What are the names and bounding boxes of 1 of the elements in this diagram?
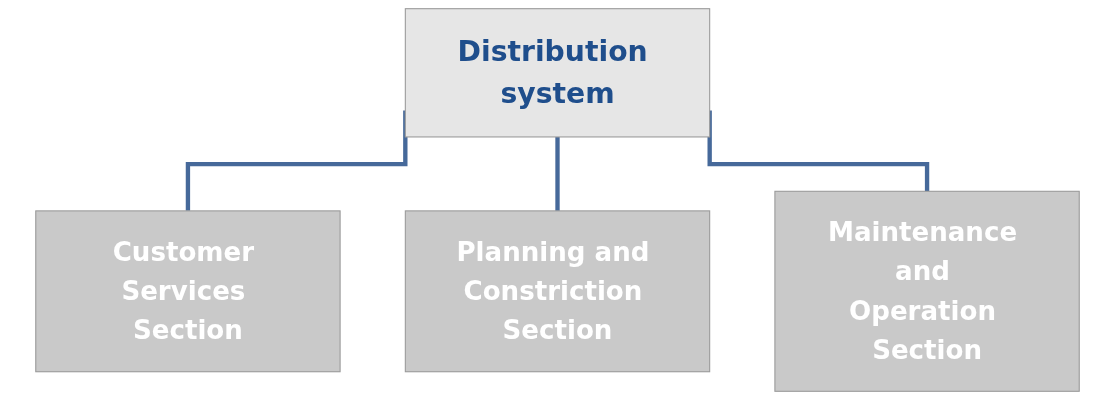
node-box: Distribution system (404, 8, 711, 138)
